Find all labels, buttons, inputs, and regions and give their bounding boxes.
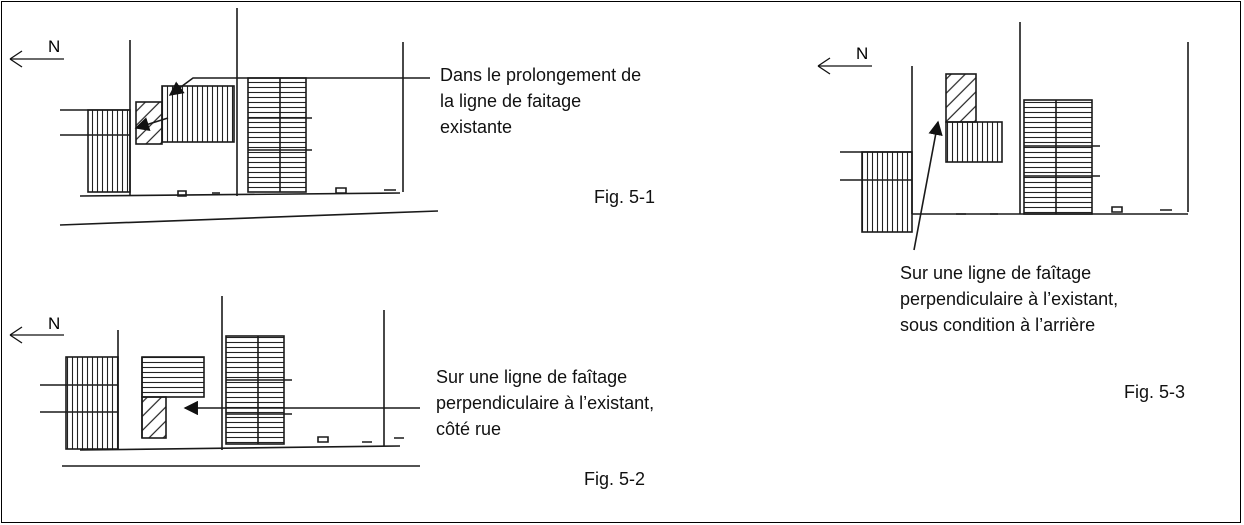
north-arrow-icon <box>9 50 872 344</box>
caption-fig-5-3: Fig. 5-3 <box>1124 382 1186 402</box>
sketch-fig-5-1 <box>59 8 439 226</box>
annotation-line: côté rue <box>436 419 502 439</box>
annotation-fig-5-1: Dans le prolongement de la ligne de fait… <box>440 62 641 140</box>
annotation-line: Dans le prolongement de <box>440 65 642 85</box>
annotation-fig-5-2: Sur une ligne de faîtage perpendiculaire… <box>436 364 654 442</box>
north-label-fig-5-1: N <box>48 37 61 56</box>
caption-fig-5-2: Fig. 5-2 <box>584 469 646 489</box>
annotation-line: existante <box>440 117 513 137</box>
caption-fig-5-1: Fig. 5-1 <box>594 187 656 207</box>
annotation-line: perpendiculaire à l’existant, <box>436 393 655 413</box>
annotation-line: la ligne de faitage <box>440 91 582 111</box>
annotation-line: Sur une ligne de faîtage <box>436 367 628 387</box>
annotation-fig-5-3: Sur une ligne de faîtage perpendiculaire… <box>900 260 1118 338</box>
annotation-line: perpendiculaire à l’existant, <box>900 289 1119 309</box>
annotation-line: Sur une ligne de faîtage <box>900 263 1092 283</box>
north-label-fig-5-2: N <box>48 314 61 333</box>
annotation-line: sous condition à l’arrière <box>900 315 1096 335</box>
north-label-fig-5-3: N <box>856 44 869 63</box>
sketch-fig-5-3 <box>840 22 1189 251</box>
sketch-fig-5-2 <box>40 296 420 467</box>
